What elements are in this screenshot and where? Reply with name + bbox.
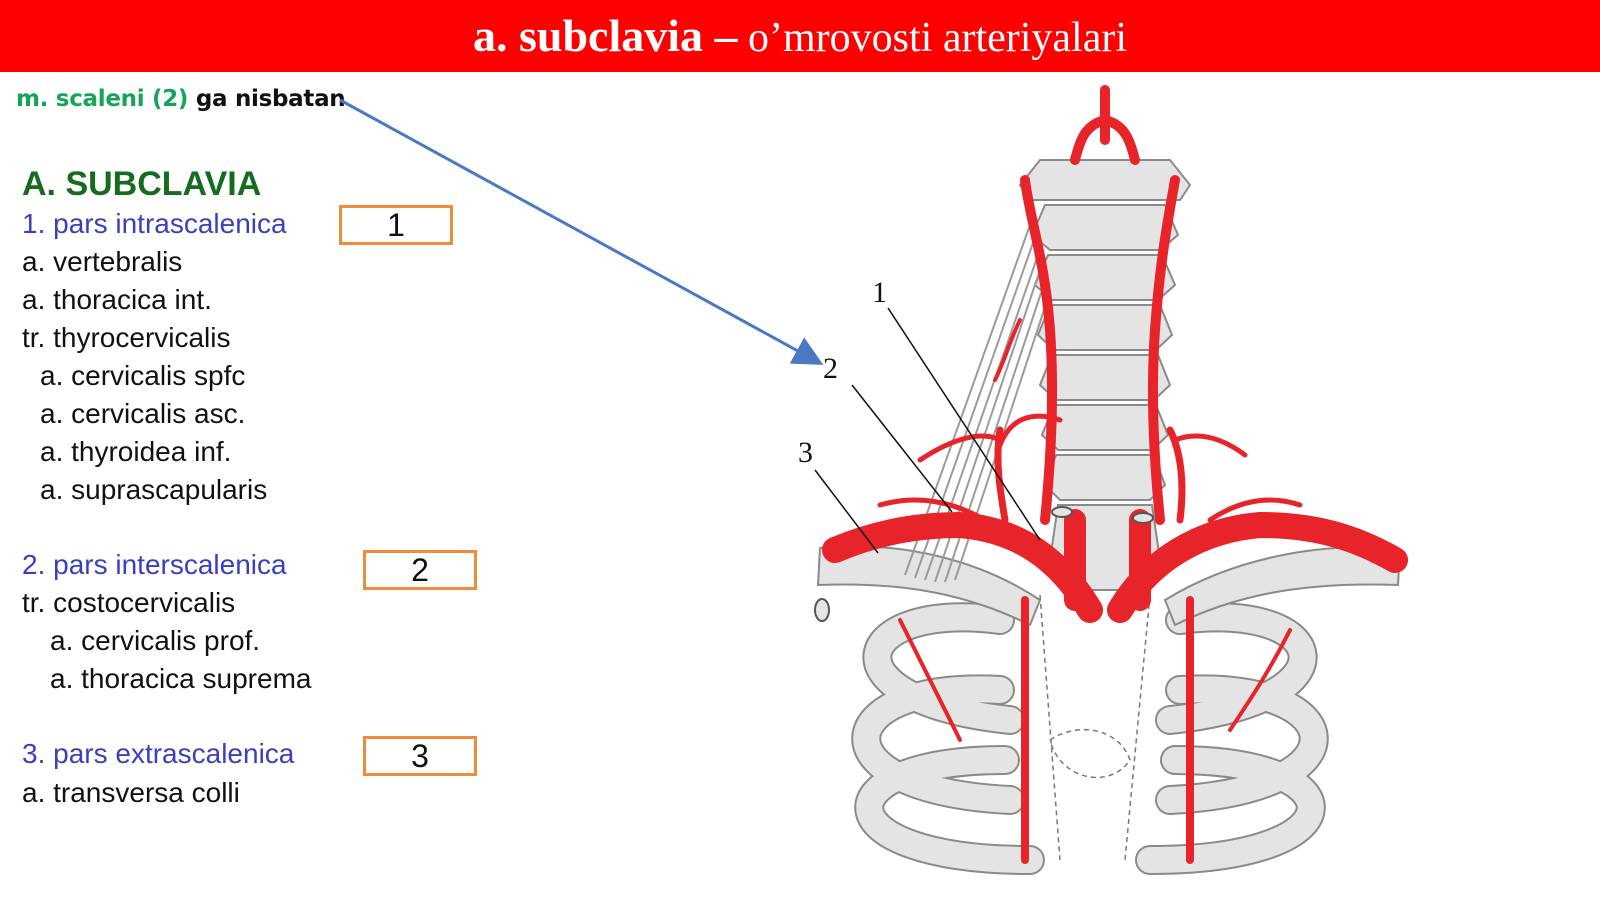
title-bold: a. subclavia – [472,10,738,61]
title-bar: a. subclavia – o’mrovosti arteriyalari [0,0,1600,72]
rib-cage [851,602,1329,875]
part2-sub-branch: a. thoracica suprema [50,663,312,694]
title-normal: o’mrovosti arteriyalari [737,15,1128,61]
label-leader-lines [814,307,1041,554]
part1-sub-branch: a. cervicalis asc. [40,398,246,429]
part1-branch: a. thoracica int. [22,284,212,315]
sternum-outline [1039,594,1151,861]
slide-title: a. subclavia – o’mrovosti arteriyalari [472,10,1128,61]
part3-label: 3. pars extrascalenica [22,738,295,769]
part3-branch: a. transversa colli [22,777,240,808]
part2-branch: tr. costocervicalis [22,587,236,618]
vessel-openings [814,506,1154,622]
part1-label: 1. pars intrascalenica [22,208,287,239]
part1-branch: tr. thyrocervicalis [22,322,231,353]
figure-label-1: 1 [872,276,887,309]
part1-branch: a. vertebralis [22,246,183,277]
subtitle: m. scaleni (2) ga nisbatan [16,86,346,112]
section-heading: A. SUBCLAVIA [22,165,262,203]
clavicles [816,545,1402,627]
part1-sub-branch: a. thyroidea inf. [40,436,232,467]
subtitle-relation: ga nisbatan [188,86,346,112]
figure-label-3: 3 [798,436,813,469]
part2-label: 2. pars interscalenica [22,549,287,580]
part1-sub-branch: a. cervicalis spfc [40,360,246,391]
subtitle-muscle: m. scaleni (2) [16,86,189,112]
pointer-arrow [339,98,824,365]
part2-number-box: 2 [363,550,477,590]
part2-sub-branch: a. cervicalis prof. [50,625,261,656]
figure-label-2: 2 [823,352,838,385]
arteries [822,85,1408,864]
part3-number-box: 3 [363,736,477,776]
part1-number-box: 1 [339,205,453,245]
part1-sub-branch: a. suprascapularis [40,474,268,505]
